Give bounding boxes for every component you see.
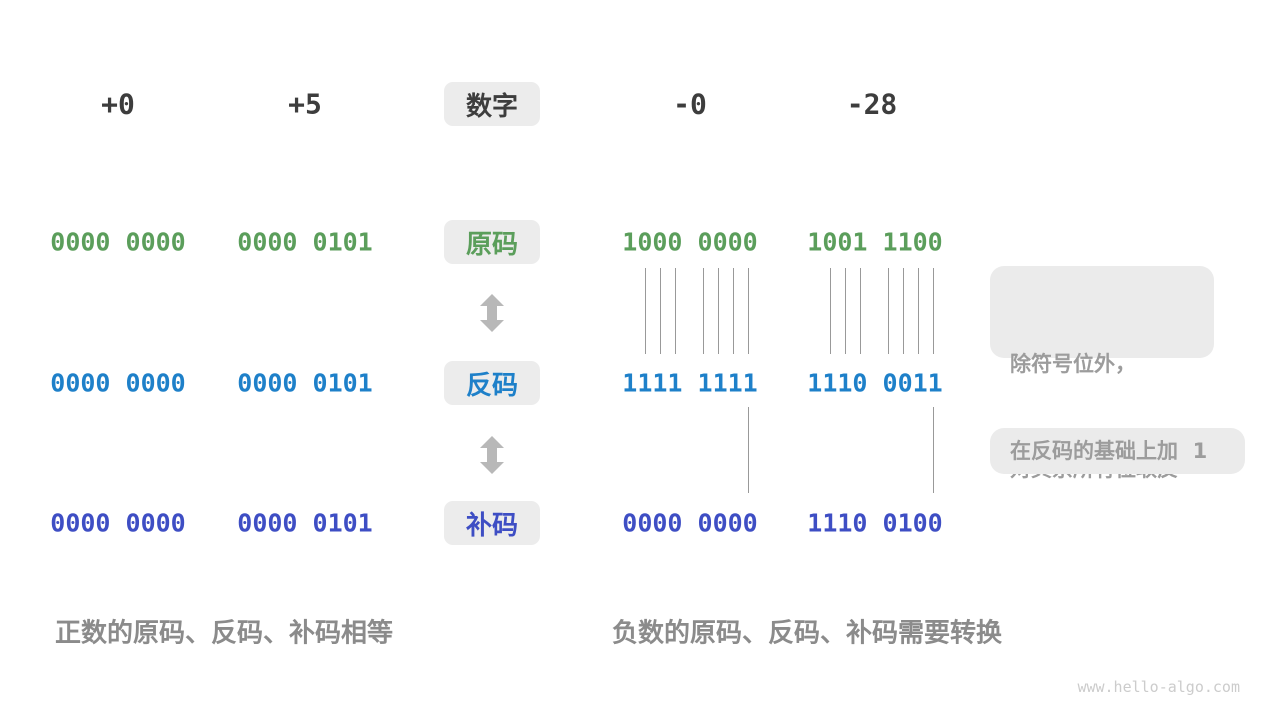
ones-complement-minus-0: 1111 1111: [622, 368, 758, 398]
caption-positive-numbers: 正数的原码、反码、补码相等: [55, 618, 394, 649]
row-label-chip-twos-complement: 补码: [444, 501, 540, 545]
add-one-note: 在反码的基础上加 1: [990, 428, 1245, 474]
ones-complement-plus-0: 0000 0000: [50, 368, 186, 398]
row-label-chip-ones-complement: 反码: [444, 361, 540, 405]
bit-mapping-line: [933, 407, 934, 493]
bit-mapping-line: [860, 268, 861, 354]
bit-mapping-line: [748, 407, 749, 493]
bit-mapping-line: [645, 268, 646, 354]
bit-mapping-line: [718, 268, 719, 354]
header-value-minus-28: -28: [846, 87, 898, 121]
bit-mapping-line: [675, 268, 676, 354]
header-value-plus-5: +5: [288, 87, 322, 121]
bit-mapping-line: [903, 268, 904, 354]
twos-complement-plus-5: 0000 0101: [237, 508, 373, 538]
bit-mapping-line: [733, 268, 734, 354]
sign-magnitude-minus-28: 1001 1100: [807, 227, 943, 257]
header-value-plus-0: +0: [101, 87, 135, 121]
ones-complement-plus-5: 0000 0101: [237, 368, 373, 398]
bit-mapping-line: [888, 268, 889, 354]
bit-mapping-line: [703, 268, 704, 354]
twos-complement-plus-0: 0000 0000: [50, 508, 186, 538]
bit-mapping-line: [748, 268, 749, 354]
swap-vertical-arrow-icon: [480, 294, 504, 332]
bit-mapping-line: [830, 268, 831, 354]
watermark: www.hello-algo.com: [1077, 678, 1240, 696]
bit-mapping-line: [845, 268, 846, 354]
invert-bits-note: 除符号位外， 对其余所有位取反: [990, 266, 1214, 481]
twos-complement-minus-0: 0000 0000: [622, 508, 758, 538]
bit-mapping-line: [918, 268, 919, 354]
sign-magnitude-plus-5: 0000 0101: [237, 227, 373, 257]
bit-mapping-line: [660, 268, 661, 354]
invert-bits-note-line1: 除符号位外，: [1010, 352, 1136, 376]
swap-vertical-arrow-icon: [480, 436, 504, 474]
ones-complement-minus-28: 1110 0011: [807, 368, 943, 398]
bit-mapping-line: [933, 268, 934, 354]
caption-negative-numbers: 负数的原码、反码、补码需要转换: [612, 618, 1003, 649]
row-label-chip-number: 数字: [444, 82, 540, 126]
sign-magnitude-plus-0: 0000 0000: [50, 227, 186, 257]
sign-magnitude-minus-0: 1000 0000: [622, 227, 758, 257]
twos-complement-minus-28: 1110 0100: [807, 508, 943, 538]
row-label-chip-sign-magnitude: 原码: [444, 220, 540, 264]
header-value-minus-0: -0: [673, 87, 707, 121]
